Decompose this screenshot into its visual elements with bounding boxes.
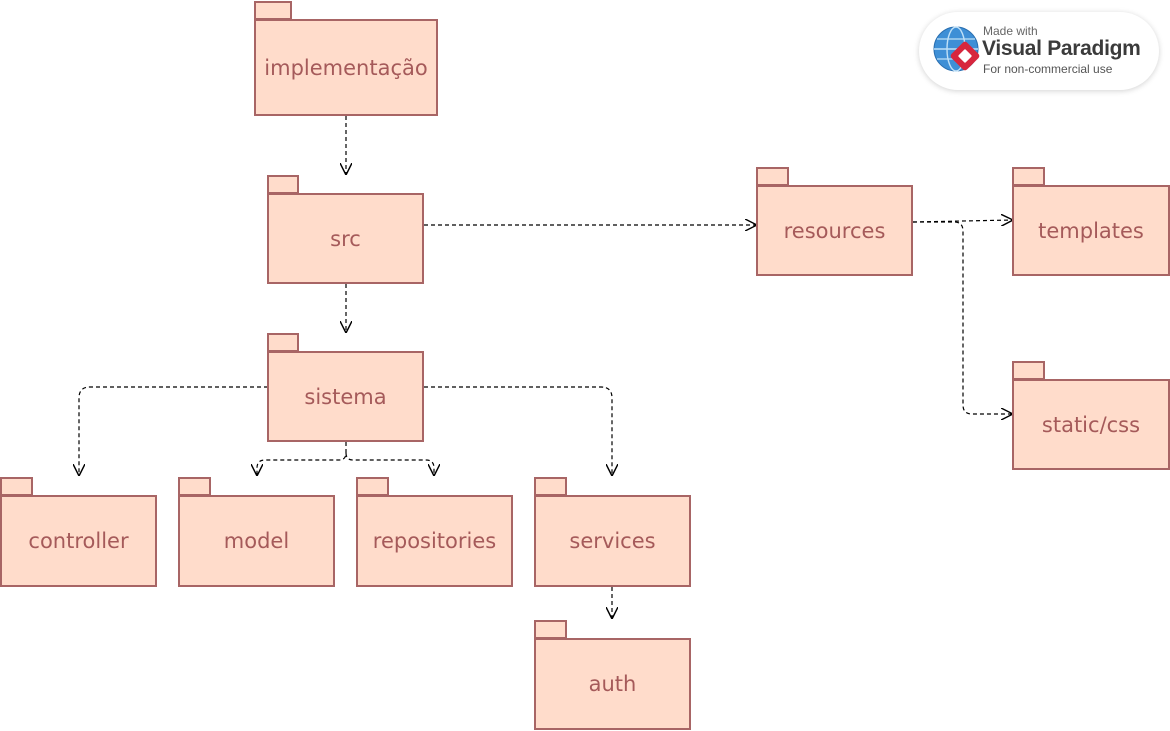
package-body: templates [1012,185,1170,276]
package-tab [1012,361,1045,380]
package-label: implementação [264,55,428,80]
package-label: services [569,529,656,553]
package-auth[interactable]: auth [534,620,691,730]
package-body: src [267,193,424,284]
watermark-badge: Made with Visual Paradigm For non-commer… [919,12,1159,90]
package-label: controller [28,529,129,553]
package-label: src [330,226,361,251]
package-implementacao[interactable]: implementação [254,1,438,116]
package-tab [267,175,299,194]
package-controller[interactable]: controller [0,477,157,587]
package-sistema[interactable]: sistema [267,333,424,442]
dep-resources-static [913,221,1013,414]
package-body: auth [534,638,691,730]
package-label: model [223,529,290,553]
dep-sistema-model [257,442,347,476]
watermark-made-with: Made with [983,24,1038,38]
package-static-css[interactable]: static/css [1012,361,1170,470]
package-body: repositories [356,495,513,587]
dep-sistema-services [424,386,612,476]
package-tab [0,477,33,496]
package-repositories[interactable]: repositories [356,477,513,587]
package-body: model [178,495,335,587]
package-resources[interactable]: resources [756,167,913,276]
package-tab [534,477,567,496]
package-label: resources [783,218,886,243]
package-tab [756,167,789,186]
package-tab [178,477,211,496]
package-services[interactable]: services [534,477,691,587]
package-body: services [534,495,691,587]
package-label: repositories [372,529,497,553]
package-body: sistema [267,351,424,442]
watermark-subtitle: For non-commercial use [983,62,1113,76]
package-model[interactable]: model [178,477,335,587]
package-tab [356,477,389,496]
package-body: controller [0,495,157,587]
dep-sistema-controller [79,386,268,476]
package-label: templates [1038,218,1144,243]
dep-sistema-repositories [345,452,434,476]
package-label: auth [588,672,637,696]
package-tab [267,333,299,352]
package-src[interactable]: src [267,175,424,284]
package-tab [1012,167,1045,186]
package-body: implementação [254,19,438,116]
package-body: static/css [1012,379,1170,470]
package-label: sistema [304,384,387,409]
package-tab [534,620,567,639]
package-tab [254,1,292,20]
package-body: resources [756,185,913,276]
package-label: static/css [1041,412,1141,437]
watermark-brand: Visual Paradigm [982,37,1141,60]
package-templates[interactable]: templates [1012,167,1170,276]
globe-logo-icon [933,26,980,72]
